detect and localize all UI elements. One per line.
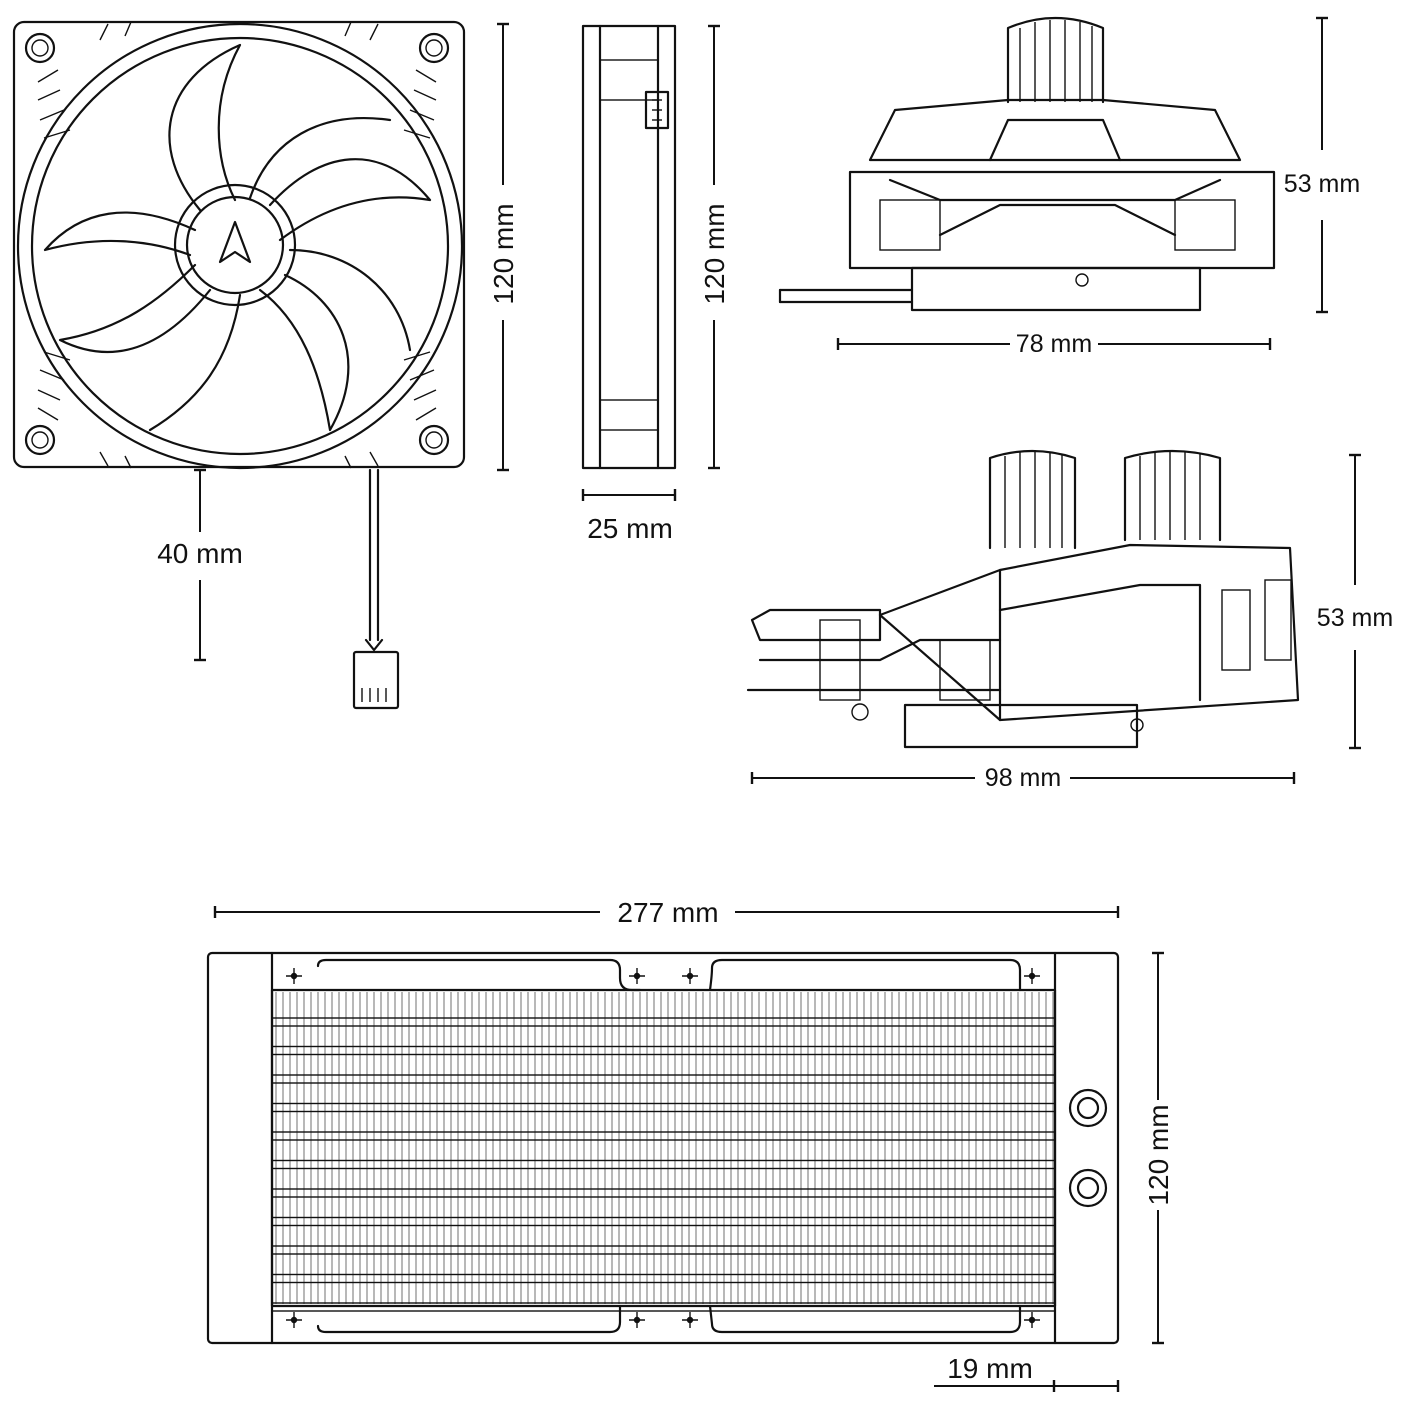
pump-front-height-label: 53 mm <box>1284 170 1360 198</box>
fan-cable <box>352 468 400 710</box>
fan-thickness-label: 25 mm <box>587 513 673 544</box>
pump-side-height-dimension: 53 mm <box>1317 453 1393 750</box>
fan-front-view <box>12 20 466 470</box>
pump-side-width-dimension: 98 mm <box>750 764 1296 792</box>
cable-length-dimension: 40 mm <box>157 468 243 662</box>
radiator-tube <box>271 1159 1056 1170</box>
pump-front-width-dimension: 78 mm <box>836 330 1272 358</box>
fan-height-label: 120 mm <box>488 203 519 304</box>
radiator-tube <box>271 1131 1056 1141</box>
radiator-thickness-label: 19 mm <box>947 1353 1033 1384</box>
cable-length-label: 40 mm <box>157 538 243 569</box>
pump-front-view <box>778 16 1276 312</box>
radiator-port-bottom <box>1068 1168 1108 1208</box>
pump-side-width-label: 98 mm <box>985 764 1061 792</box>
fan-side-height-label: 120 mm <box>699 203 730 304</box>
pump-front-width-label: 78 mm <box>1016 330 1092 358</box>
radiator-length-dimension: 277 mm <box>213 897 1120 928</box>
radiator-length-label: 277 mm <box>617 897 718 928</box>
radiator-port-top <box>1068 1088 1108 1128</box>
radiator-tube <box>271 1188 1056 1198</box>
radiator-tube <box>271 1017 1056 1027</box>
fan-thickness-dimension: 25 mm <box>581 489 677 544</box>
pump-side-view <box>746 449 1300 749</box>
fan-height-dimension: 120 mm <box>488 22 519 472</box>
radiator-tube <box>271 1245 1056 1255</box>
fan-side-view <box>581 24 677 470</box>
radiator-height-dimension: 120 mm <box>1143 951 1174 1345</box>
radiator-height-label: 120 mm <box>1143 1104 1174 1205</box>
radiator-tube <box>271 1302 1056 1312</box>
radiator-thickness-dimension: 19 mm <box>934 1353 1120 1392</box>
fan-side-height-dimension: 120 mm <box>699 24 730 470</box>
radiator-view <box>206 951 1120 1345</box>
radiator-tube <box>271 1273 1056 1284</box>
radiator-tube <box>271 1074 1056 1084</box>
radiator-tube <box>271 1216 1056 1227</box>
radiator-tube <box>271 1045 1056 1056</box>
radiator-tube <box>271 1102 1056 1113</box>
pump-side-height-label: 53 mm <box>1317 604 1393 632</box>
pump-front-height-dimension: 53 mm <box>1284 16 1360 314</box>
